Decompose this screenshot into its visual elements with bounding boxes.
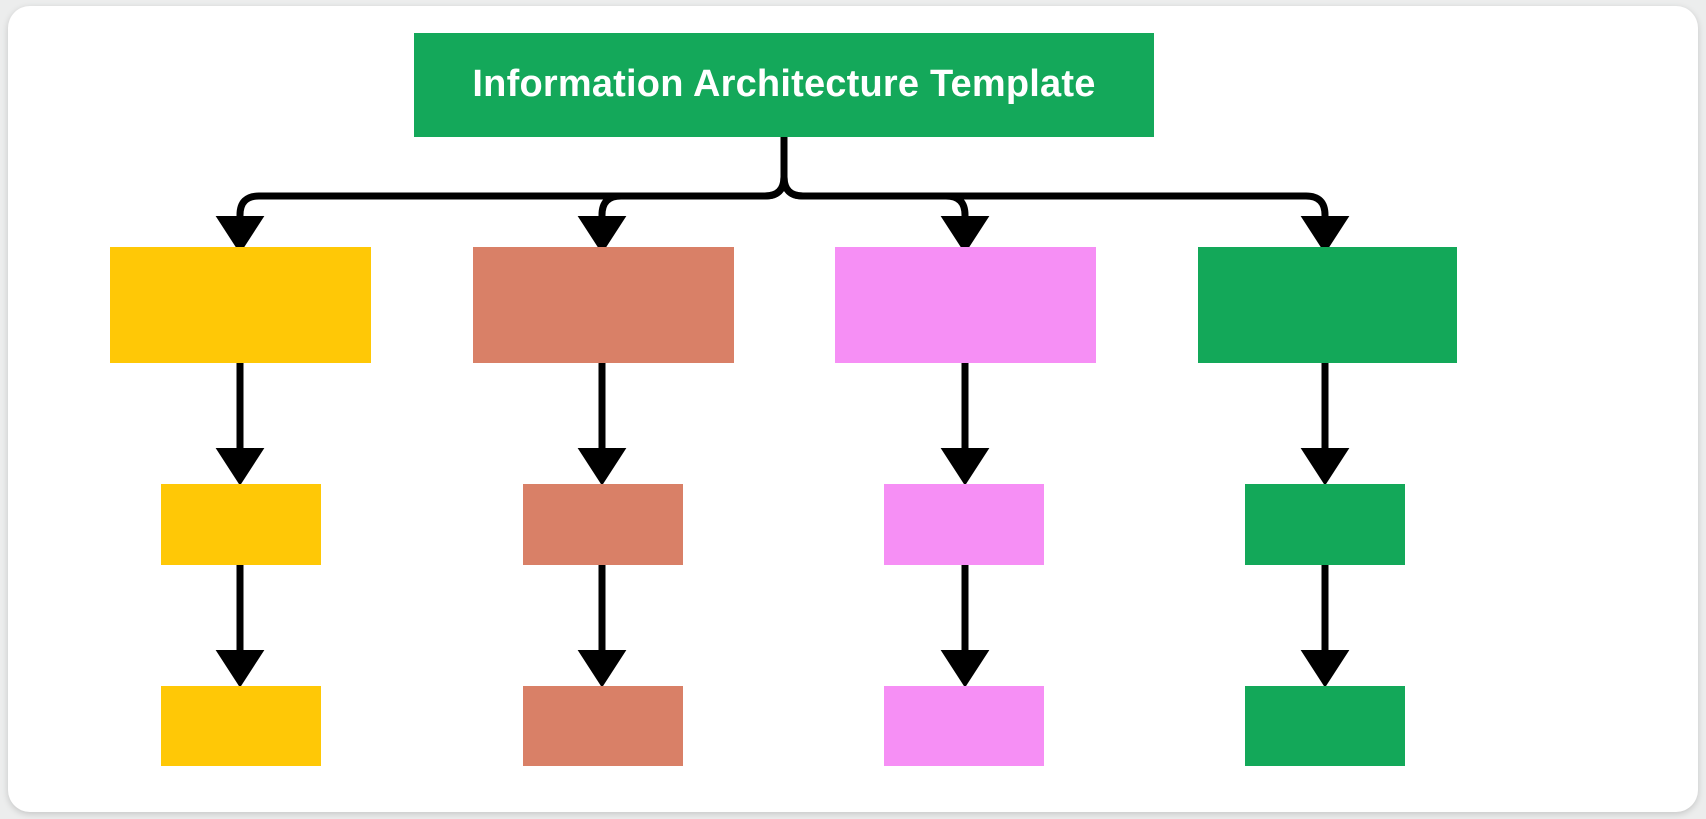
- node-branch-3-level-1[interactable]: [835, 247, 1096, 363]
- node-branch-4-level-1[interactable]: [1198, 247, 1457, 363]
- node-branch-1-level-1[interactable]: [110, 247, 371, 363]
- node-branch-4-level-2[interactable]: [1245, 484, 1405, 565]
- node-branch-2-level-3[interactable]: [523, 686, 683, 766]
- connector-root-to-branch-3: [780, 137, 990, 254]
- node-branch-4-level-3[interactable]: [1245, 686, 1405, 766]
- node-branch-2-level-1[interactable]: [473, 247, 734, 363]
- connector-root-to-branch-4: [780, 137, 1350, 254]
- information-architecture-diagram: Information Architecture Template: [8, 6, 1698, 812]
- node-branch-2-level-2[interactable]: [523, 484, 683, 565]
- root-fanout-connector: [215, 137, 1350, 254]
- connector-root-to-branch-2: [577, 137, 788, 254]
- node-root-label: Information Architecture Template: [472, 63, 1096, 106]
- diagram-card: Information Architecture Template: [8, 6, 1698, 812]
- node-branch-1-level-2[interactable]: [161, 484, 321, 565]
- node-branch-1-level-3[interactable]: [161, 686, 321, 766]
- node-branch-3-level-2[interactable]: [884, 484, 1044, 565]
- node-root[interactable]: Information Architecture Template: [414, 33, 1154, 137]
- level2-to-level3-connectors: [215, 565, 1350, 688]
- node-branch-3-level-3[interactable]: [884, 686, 1044, 766]
- level1-to-level2-connectors: [215, 363, 1350, 486]
- connector-root-to-branch-1: [215, 137, 788, 254]
